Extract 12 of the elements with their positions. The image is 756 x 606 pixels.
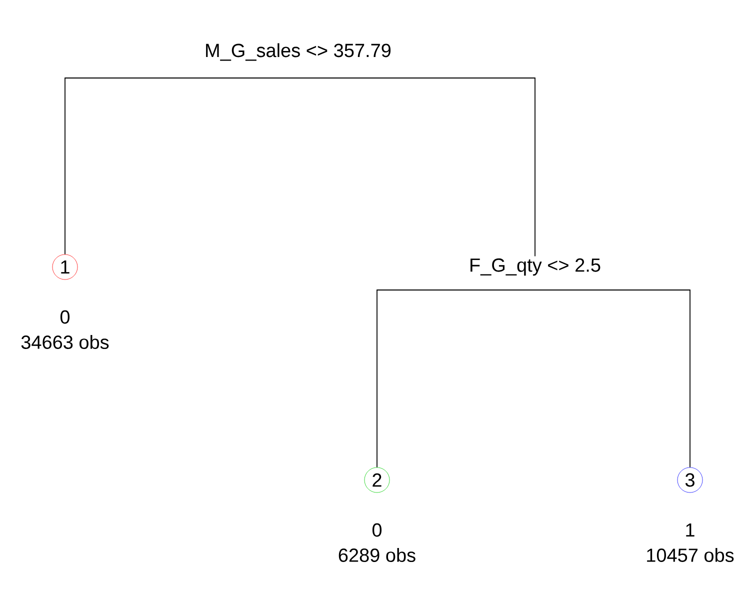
- leaf-info: 1: [686, 523, 694, 537]
- leaf-info: 10457 obs: [647, 548, 734, 562]
- tree-branch: [534, 290, 690, 468]
- split-label: M_G_sales <> 357.79: [206, 43, 391, 61]
- tree-branch: [298, 78, 536, 257]
- tree-branch: [376, 290, 536, 468]
- leaf-info: 0: [60, 310, 70, 324]
- leaf-info: 6289 obs: [338, 548, 416, 562]
- tree-branch: [64, 78, 298, 255]
- leaf-info: 0: [372, 523, 382, 537]
- leaf-info: 34663 obs: [21, 335, 109, 349]
- split-label: F_G_qty <> 2.5: [470, 258, 600, 276]
